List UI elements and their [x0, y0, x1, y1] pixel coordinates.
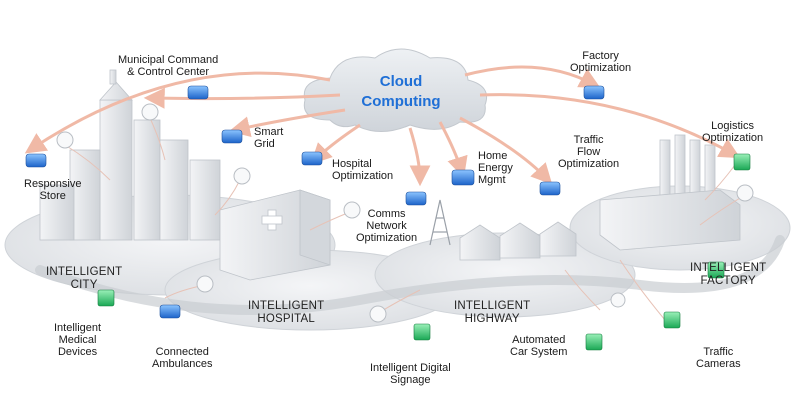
green-device-icon: [585, 333, 603, 351]
green-devices: [97, 153, 751, 351]
cloud-computing-title: Cloud Computing: [361, 73, 441, 110]
blue-device-icon: [159, 304, 181, 319]
zone-intelligent-factory: INTELLIGENT FACTORY: [690, 262, 767, 287]
sensor-node-icon: [343, 201, 361, 219]
blue-device-icon: [221, 129, 243, 144]
factory-building: [599, 134, 741, 251]
sensor-node-icon: [56, 131, 74, 149]
blue-device-icon: [539, 181, 561, 196]
zone-intelligent-highway: INTELLIGENT HIGHWAY: [454, 300, 531, 325]
sensor-node-icon: [610, 292, 626, 308]
label-medical-devices: Intelligent Medical Devices: [54, 322, 102, 358]
label-connected-ambulances: Connected Ambulances: [152, 346, 213, 370]
label-logistics-optimization: Logistics Optimization: [702, 120, 764, 144]
city-buildings: [39, 69, 221, 241]
green-device-icon: [97, 289, 115, 307]
label-hospital-optimization: Hospital Optimization: [332, 158, 394, 182]
label-factory-optimization: Factory Optimization: [570, 50, 632, 74]
sensor-node-icon: [233, 167, 251, 185]
blue-device-icon: [301, 151, 323, 166]
blue-device-icon: [25, 153, 47, 168]
sensor-node-icon: [369, 305, 387, 323]
blue-device-icon: [405, 191, 427, 206]
label-traffic-flow: Traffic Flow Optimization: [558, 134, 620, 170]
label-smart-grid: Smart Grid: [254, 126, 284, 150]
houses: [459, 221, 577, 261]
sensor-node-icon: [141, 103, 159, 121]
blue-device-icon: [451, 169, 475, 186]
blue-devices: [25, 85, 605, 319]
sensor-node-icon: [196, 275, 214, 293]
label-municipal-command: Municipal Command & Control Center: [118, 54, 219, 78]
zone-intelligent-hospital: INTELLIGENT HOSPITAL: [248, 300, 325, 325]
blue-device-icon: [583, 85, 605, 100]
zone-intelligent-city: INTELLIGENT CITY: [46, 266, 123, 291]
label-automated-car: Automated Car System: [510, 334, 568, 358]
sensor-node-icon: [736, 184, 754, 202]
label-comms-network: Comms Network Optimization: [356, 208, 418, 244]
label-responsive-store: Responsive Store: [24, 178, 82, 202]
comms-tower: [429, 199, 451, 246]
green-device-icon: [663, 311, 681, 329]
label-traffic-cameras: Traffic Cameras: [696, 346, 741, 370]
green-device-icon: [413, 323, 431, 341]
cloud-arrows: [24, 65, 741, 187]
blue-device-icon: [187, 85, 209, 100]
label-digital-signage: Intelligent Digital Signage: [370, 362, 451, 386]
sensor-nodes: [56, 103, 754, 323]
label-home-energy: Home Energy Mgmt: [478, 150, 513, 186]
green-device-icon: [733, 153, 751, 171]
cloud-icon: [303, 48, 488, 132]
green-device-icon: [707, 261, 725, 279]
